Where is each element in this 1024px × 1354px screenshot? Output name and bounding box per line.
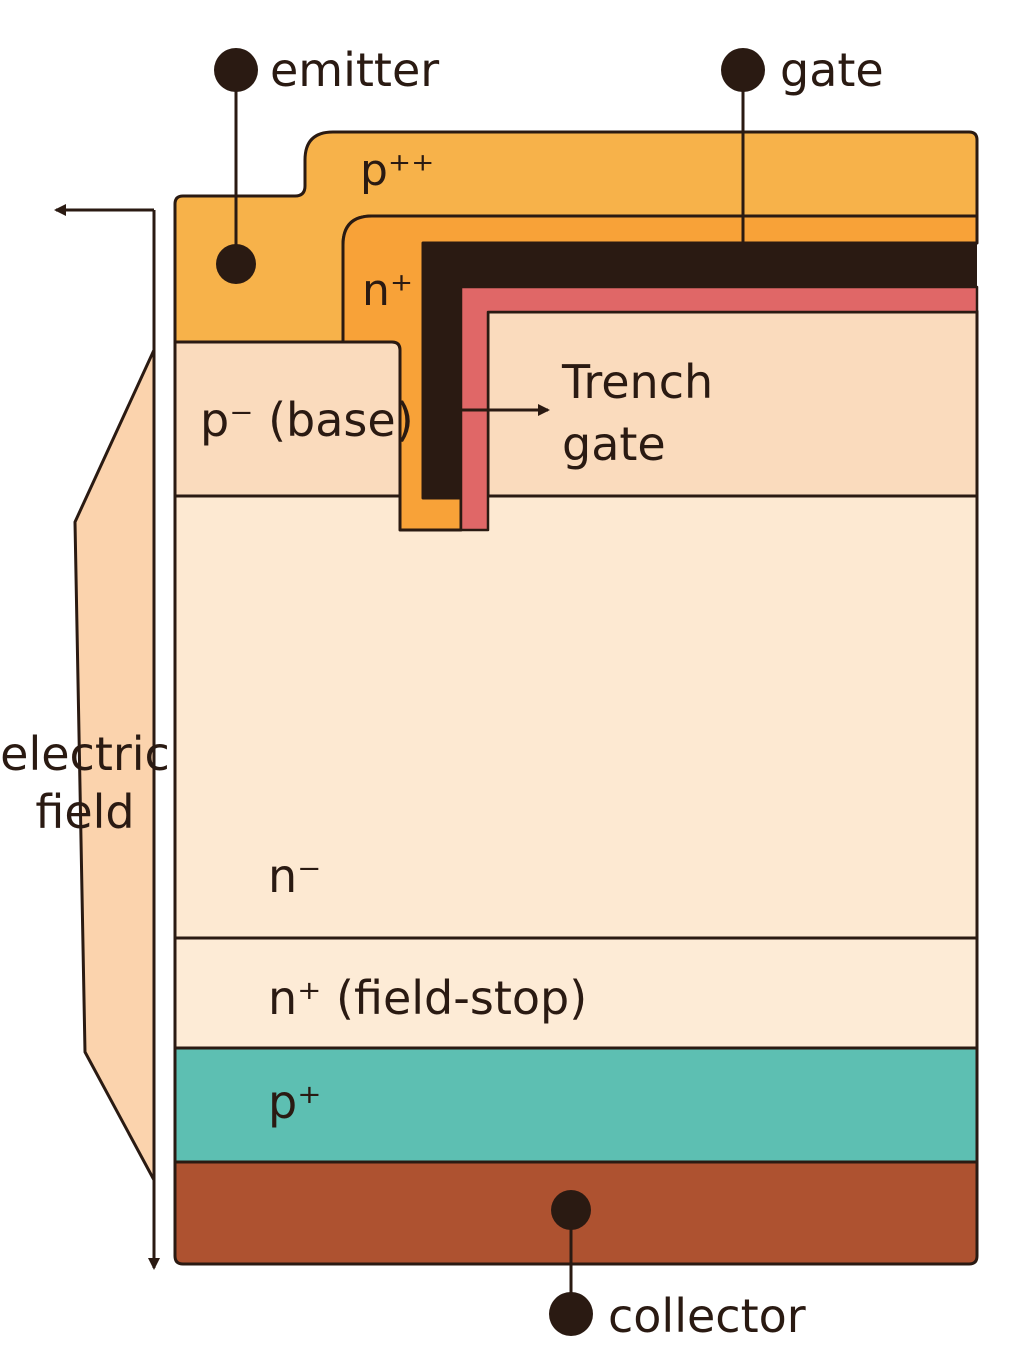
emitter-label: emitter [270,43,439,97]
collector-terminal-dot [549,1292,593,1336]
p-base-region-right [486,310,979,498]
n-drift-label: n⁻ [268,849,321,903]
p-plus-collector-layer [173,1046,979,1164]
emitter-terminal-dot [214,48,258,92]
trench-gate-label-line1: Trench [561,355,713,409]
gate-terminal-dot [721,48,765,92]
electric-field-label-line2: field [35,785,134,839]
emitter-contact-dot [216,244,256,284]
p-plus-label: p⁺ [268,1075,321,1129]
polysilicon-gate [423,243,977,498]
field-stop-label: n⁺ (field-stop) [268,971,587,1025]
electric-field-label-line1: electric [0,727,170,781]
n-plus-label: n⁺ [362,265,413,316]
collector-label: collector [608,1289,806,1343]
gate-label: gate [780,43,884,97]
p-base-label: p⁻ (base) [200,393,414,447]
trench-gate-label-line2: gate [562,417,666,471]
collector-contact-dot [551,1190,591,1230]
p-plus-plus-label: p⁺⁺ [360,145,434,196]
n-drift-region [173,494,979,940]
